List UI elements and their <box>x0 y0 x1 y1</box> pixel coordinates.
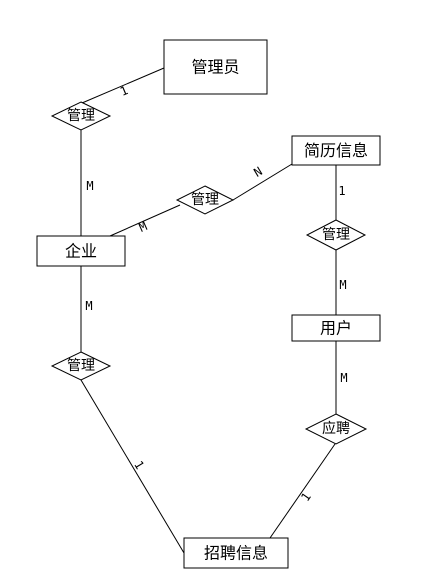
line-admin-to-rel1 <box>81 67 165 104</box>
relationship-enterprise-manages-resume: 管理 <box>175 185 235 215</box>
relationship-user-manages-resume: 管理 <box>305 219 367 251</box>
relationship-enterprise-manages-jobs: 管理 <box>50 351 112 381</box>
entity-admin-label: 管理员 <box>191 58 239 77</box>
relationship-label: 管理 <box>67 108 95 124</box>
entity-job-info: 招聘信息 <box>183 537 289 569</box>
entity-job-info-label: 招聘信息 <box>204 544 268 563</box>
cardinality-user-side-resume: M <box>339 278 346 292</box>
relationship-diamond <box>50 101 112 131</box>
cardinality-resume-side-user: 1 <box>338 184 345 198</box>
relationship-label: 管理 <box>191 192 219 208</box>
cardinality-enterprise-side-admin: M <box>86 179 93 193</box>
line-enterprise-to-rel2 <box>109 204 181 237</box>
relationship-label: 管理 <box>67 358 95 374</box>
relationship-user-applies-jobs: 应聘 <box>304 413 368 445</box>
relationship-diamond <box>50 351 112 381</box>
relationship-label: 管理 <box>322 227 350 243</box>
relationship-diamond <box>305 219 367 251</box>
cardinality-jobs-side-enterprise: 1 <box>131 458 147 471</box>
relationship-admin-manages-enterprise: 管理 <box>50 101 112 131</box>
entity-resume-box <box>291 135 381 166</box>
entity-job-info-box <box>183 537 289 569</box>
cardinality-user-side-jobs: M <box>340 371 347 385</box>
entity-enterprise: 企业 <box>36 235 126 267</box>
cardinality-enterprise-side-resume: M <box>137 219 149 235</box>
entity-user-box <box>291 314 381 342</box>
relationship-label: 应聘 <box>322 420 350 437</box>
entity-enterprise-box <box>36 235 126 267</box>
cardinality-jobs-side-user: 1 <box>298 490 314 504</box>
entity-resume: 简历信息 <box>291 135 381 166</box>
cardinality-enterprise-side-jobs: M <box>85 299 92 313</box>
line-rel5-to-jobs <box>269 443 336 539</box>
entity-admin-box <box>163 39 268 95</box>
line-rel4-to-jobs <box>80 379 185 554</box>
entity-user: 用户 <box>291 314 381 342</box>
entity-enterprise-label: 企业 <box>65 242 97 261</box>
entity-admin: 管理员 <box>163 39 268 95</box>
entity-resume-label: 简历信息 <box>304 141 368 160</box>
cardinality-resume-side-enterprise: N <box>251 164 264 180</box>
relationship-diamond <box>304 413 368 445</box>
entity-user-label: 用户 <box>320 319 352 338</box>
line-rel2-to-resume <box>232 163 293 201</box>
cardinality-admin-side: 1 <box>118 83 130 99</box>
connector-lines <box>80 67 337 554</box>
relationship-diamond <box>175 185 235 215</box>
